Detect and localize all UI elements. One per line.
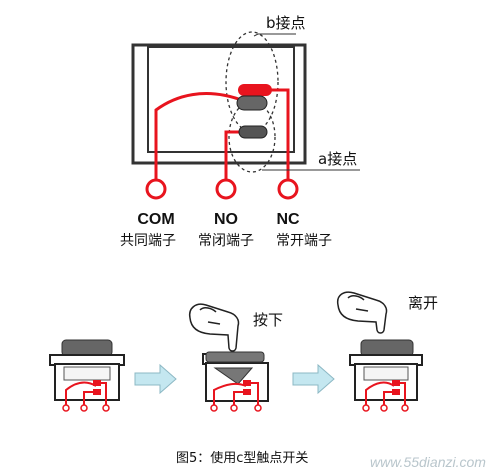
terminal-com-code: COM (137, 211, 174, 228)
terminal-no-name: 常闭端子 (198, 233, 254, 249)
terminal-com (145, 178, 167, 200)
switch-state-pressed (202, 351, 269, 412)
moving-contact (236, 95, 268, 111)
figure-caption: 图5：使用c型触点开关 (176, 450, 308, 466)
sequence-arrow-2 (292, 363, 335, 395)
wiring (154, 88, 290, 180)
a-contact-lower (238, 125, 268, 139)
release-label: 离开 (408, 294, 438, 312)
b-contact-label: b接点 (266, 14, 306, 32)
terminal-nc (277, 178, 299, 200)
b-label-leader-diag (253, 33, 259, 37)
press-label: 按下 (253, 311, 283, 329)
switch-state-rest (49, 339, 125, 412)
sequence-arrow-1 (134, 363, 177, 395)
watermark: www.55dianzi.com (370, 454, 486, 470)
releasing-hand-icon (336, 291, 388, 334)
terminal-no (215, 178, 237, 200)
switch-housing (131, 43, 307, 165)
terminal-nc-name: 常开端子 (276, 233, 332, 249)
terminal-no-code: NO (214, 211, 238, 228)
terminal-nc-code: NC (276, 211, 300, 228)
a-contact-ellipse (228, 101, 276, 173)
switch-state-released (349, 339, 423, 412)
a-contact-label: a接点 (318, 150, 357, 168)
b-contact-upper (238, 84, 272, 96)
pressing-hand-icon (188, 303, 240, 352)
terminal-com-name: 共同端子 (120, 233, 176, 249)
